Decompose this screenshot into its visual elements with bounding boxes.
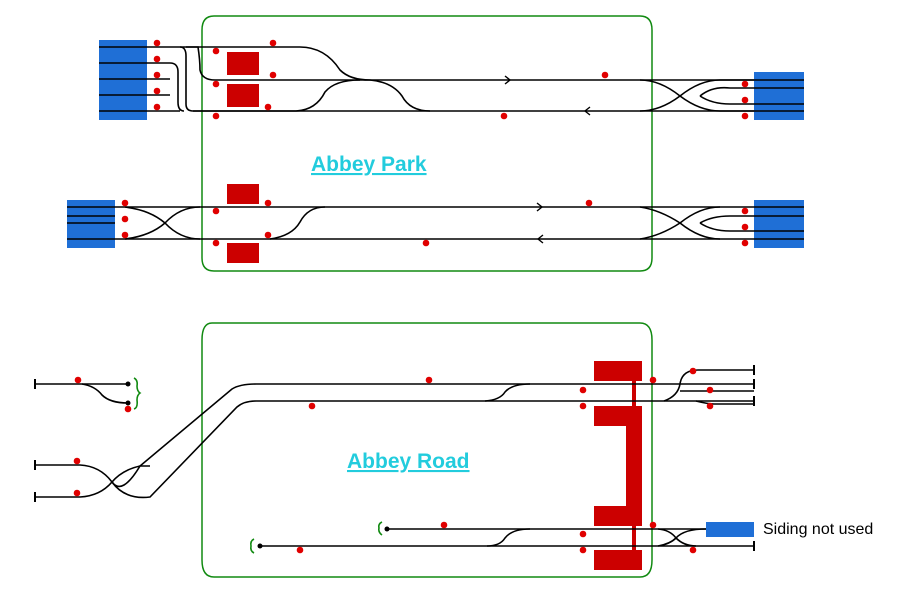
fiddle-yard-mid-right <box>754 200 804 248</box>
signals <box>73 39 749 554</box>
fiddle-yard-top-left <box>99 40 147 120</box>
platform-road-2 <box>594 406 642 526</box>
brace-icon <box>133 377 383 554</box>
direction-arrow-icon <box>504 75 591 244</box>
footbridge <box>632 370 636 566</box>
abbey-road-label[interactable]: Abbey Road <box>347 450 470 473</box>
abbey-road-section <box>34 322 755 578</box>
buffer-stop-icon <box>34 365 755 551</box>
siding-not-used <box>706 522 754 537</box>
platform-road-1 <box>594 361 642 381</box>
platform-park-1 <box>227 52 259 75</box>
abbey-road-boundary <box>201 322 653 578</box>
abbey-park-label[interactable]: Abbey Park <box>311 153 427 176</box>
abbey-park-boundary <box>201 15 653 272</box>
siding-not-used-label: Siding not used <box>763 521 873 538</box>
fiddle-yard-mid-left <box>67 200 115 248</box>
platform-park-3 <box>227 184 259 204</box>
platform-road-3 <box>594 550 642 570</box>
platform-park-2 <box>227 84 259 107</box>
platform-park-4 <box>227 243 259 263</box>
abbey-road-tracks <box>35 369 754 547</box>
abbey-park-tracks <box>67 46 804 240</box>
abbey-park-section <box>67 15 804 272</box>
